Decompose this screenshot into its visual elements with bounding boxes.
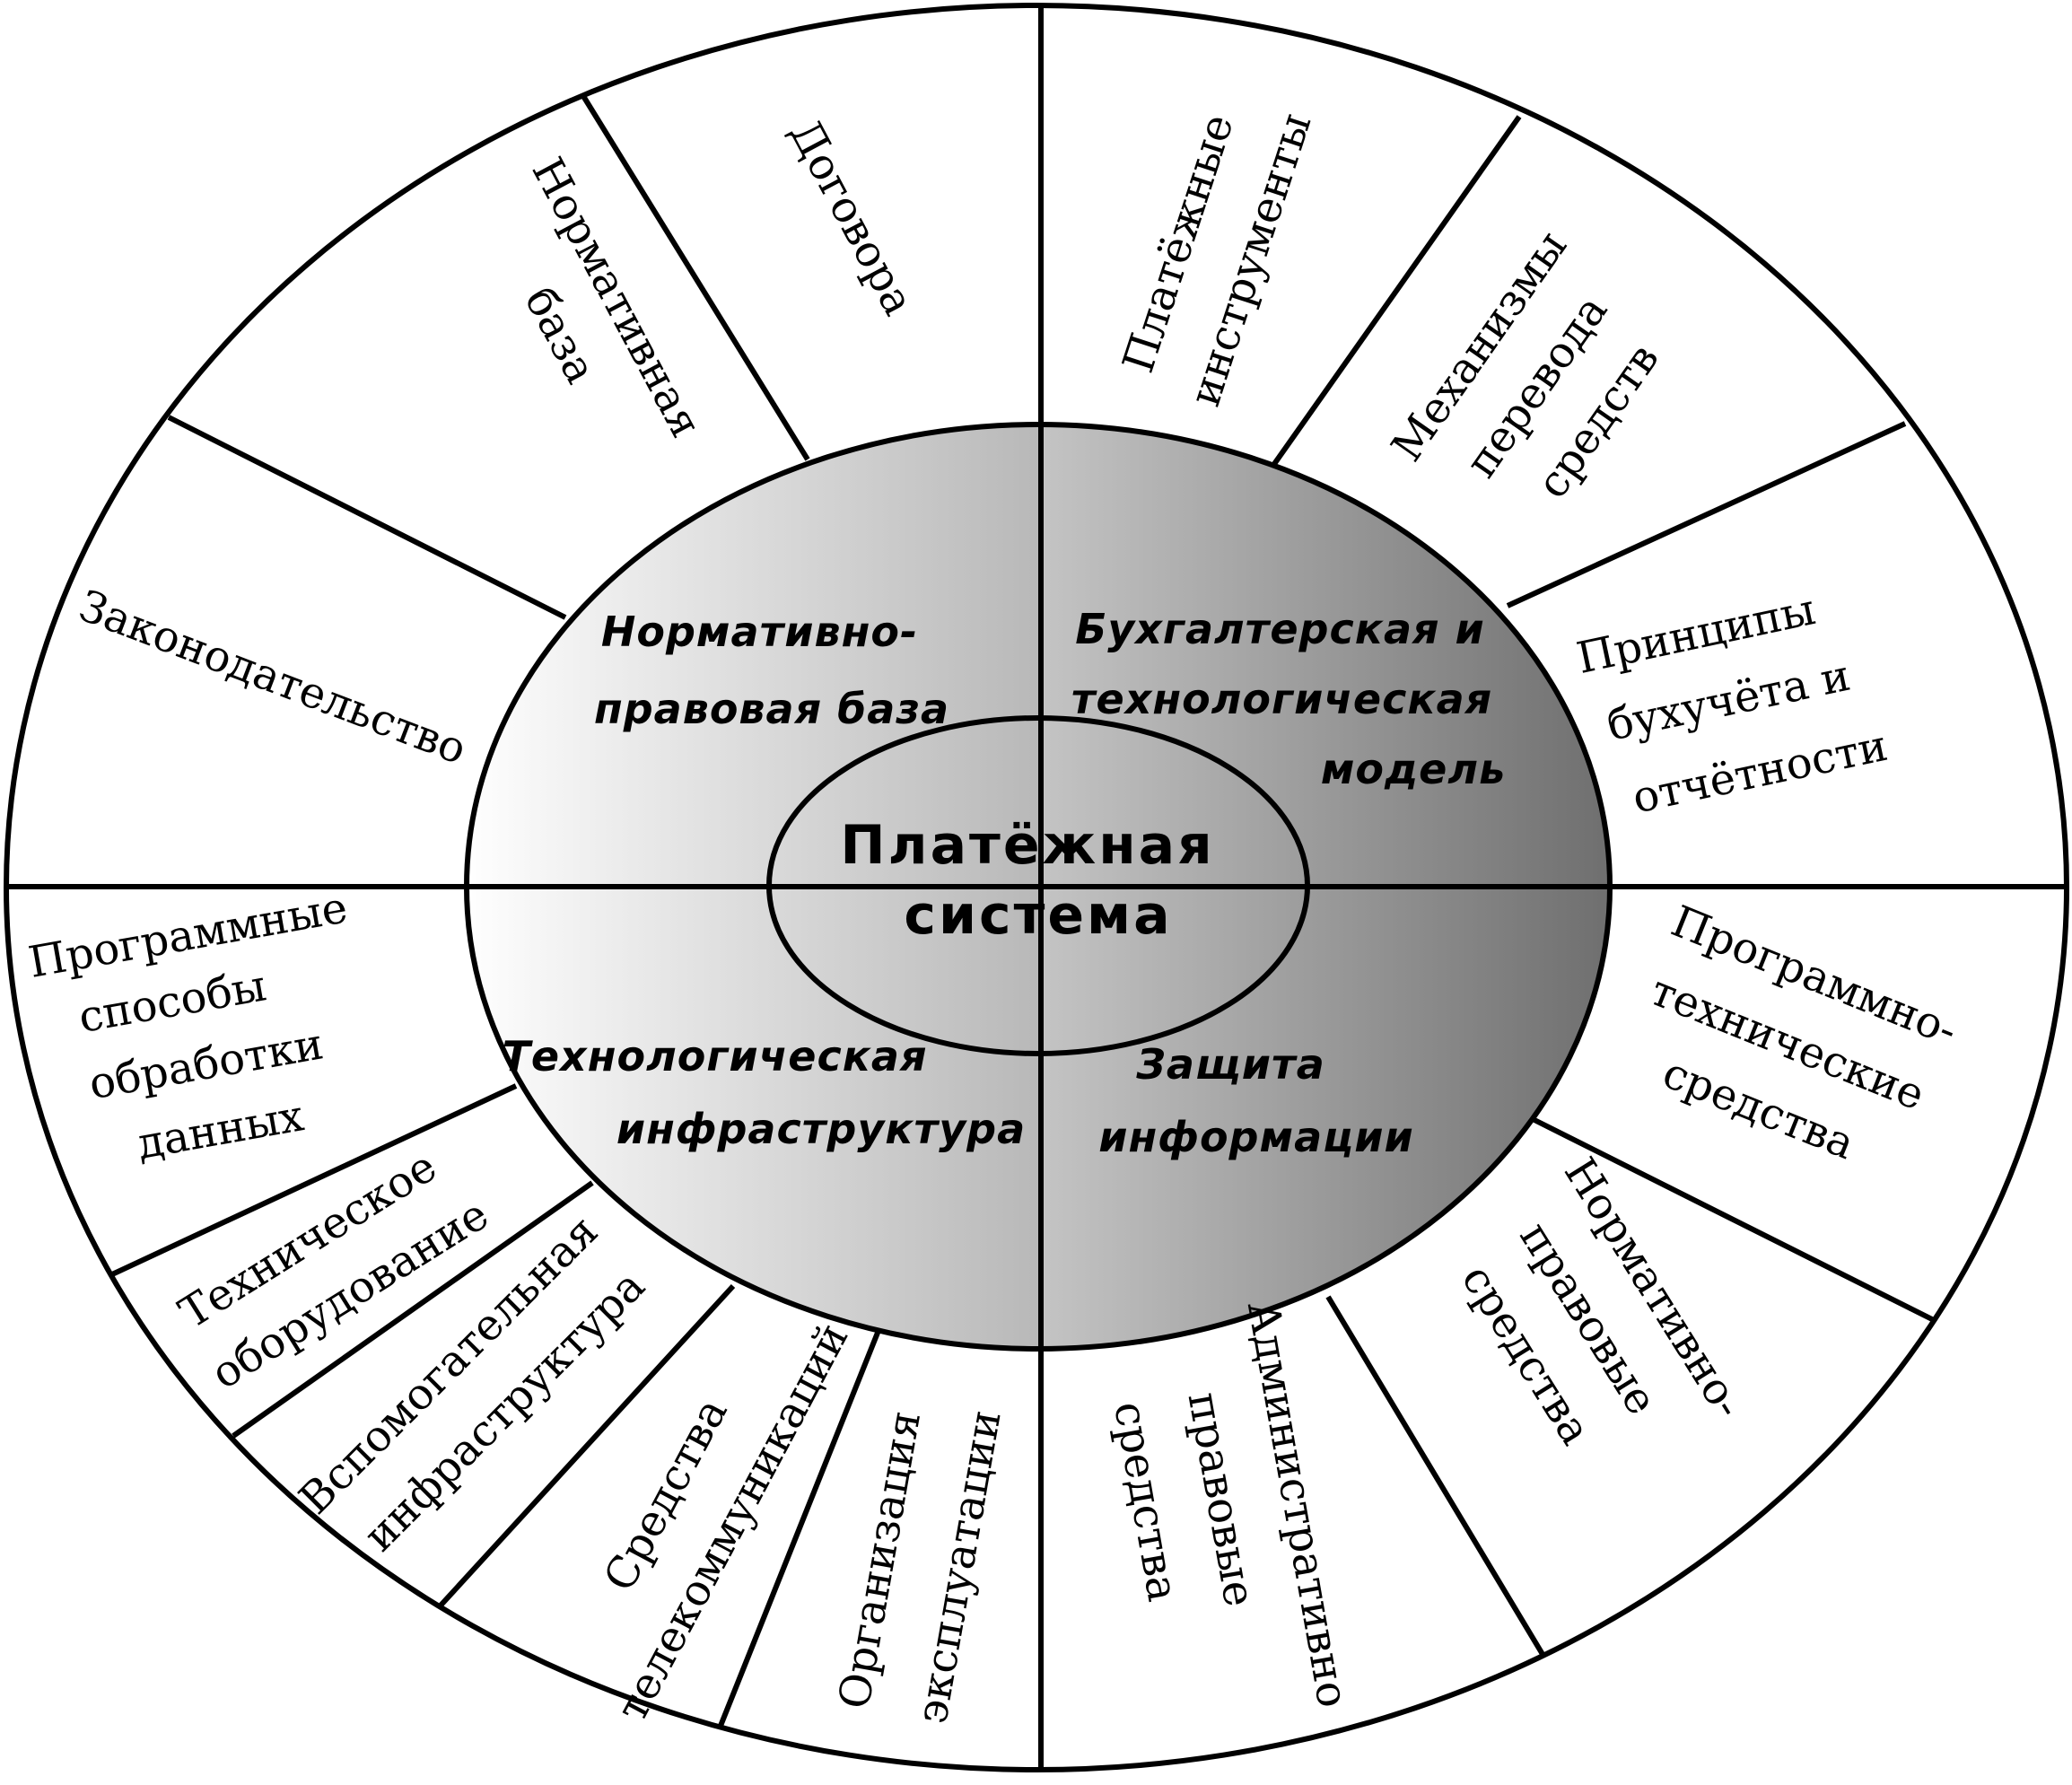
quadrant-label-normativno-pravovaya: Нормативно- правовая база	[594, 608, 949, 733]
segment-label-zakonodatelstvo: Законодательство	[72, 581, 473, 774]
center-title: Платёжная система	[840, 814, 1236, 947]
segment-label-mekhanizmy: Механизмы перевода средств	[1382, 211, 1700, 551]
quadrant-label-tekhnologicheskaya-infrastruktura: Технологическая инфраструктура	[502, 1032, 1026, 1153]
outer-ring-dividers	[7, 7, 2066, 1768]
center-ellipse	[766, 715, 1310, 1056]
segment-label-platezhnye-instrumenty: Платёжные инструменты	[1110, 84, 1322, 412]
segment-label-vspomogatelnaya: Вспомогательная инфраструктура	[290, 1196, 669, 1575]
center-title-line: система	[904, 884, 1172, 947]
segment-label-programmno-tekhnicheskie: Программно- технические средства	[1611, 897, 1977, 1195]
segment-label-normativnaya-baza: Нормативная база	[462, 150, 717, 490]
middle-dividers	[467, 424, 1610, 1349]
outer-ring	[4, 3, 2069, 1772]
segment-label-organizatsiya-ekspluatatsii: Организация эксплуатации	[829, 1393, 1011, 1728]
center-title-line: Платёжная	[840, 814, 1214, 877]
quadrant-label-bukhgalterskaya: Бухгалтерская и технологическая модель	[1071, 605, 1508, 793]
segment-label-dogovora: Договора	[780, 112, 924, 324]
segment-label-printsipy: Принципы бухучёта и отчётности	[1572, 575, 1892, 828]
quadrant-label-zashchita-informatsii: Защита информации	[1098, 1040, 1413, 1161]
segment-label-normativno-pravovye-sredstva: Нормативно- правовые средства	[1432, 1149, 1761, 1514]
segment-label-programmnye-sposoby: Программные способы обработки данных	[25, 880, 399, 1183]
segment-label-administrativno-pravovye: Административно правовые средства	[1090, 1298, 1360, 1751]
